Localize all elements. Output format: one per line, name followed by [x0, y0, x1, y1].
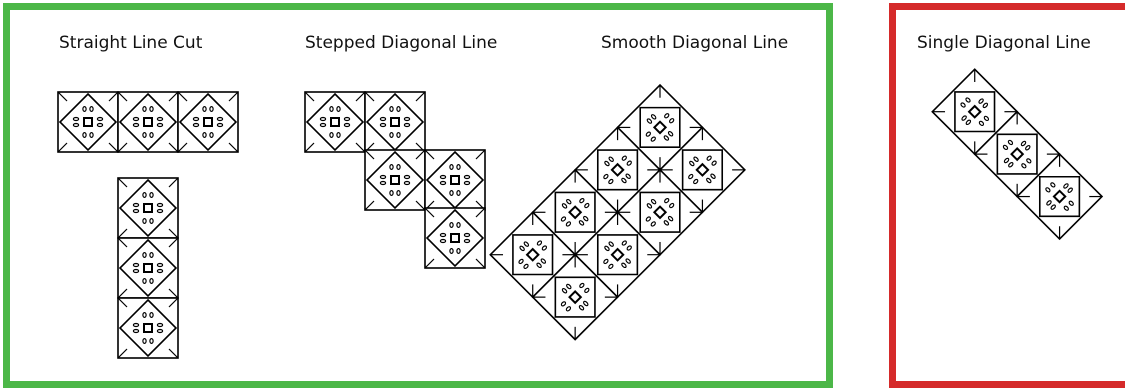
label-straight-line-cut: Straight Line Cut [59, 33, 203, 53]
label-stepped-diagonal-line: Stepped Diagonal Line [305, 33, 498, 53]
single-diagonal-tiles [931, 68, 1104, 240]
label-smooth-diagonal-line: Smooth Diagonal Line [601, 33, 789, 53]
smooth-diagonal-tiles [489, 84, 746, 341]
stepped-diagonal-tiles [304, 91, 486, 269]
label-single-diagonal-line: Single Diagonal Line [917, 33, 1091, 53]
tile-layouts-illustration [57, 68, 1104, 359]
straight-cut-horizontal-row [57, 91, 239, 153]
straight-cut-vertical-column [117, 177, 179, 359]
